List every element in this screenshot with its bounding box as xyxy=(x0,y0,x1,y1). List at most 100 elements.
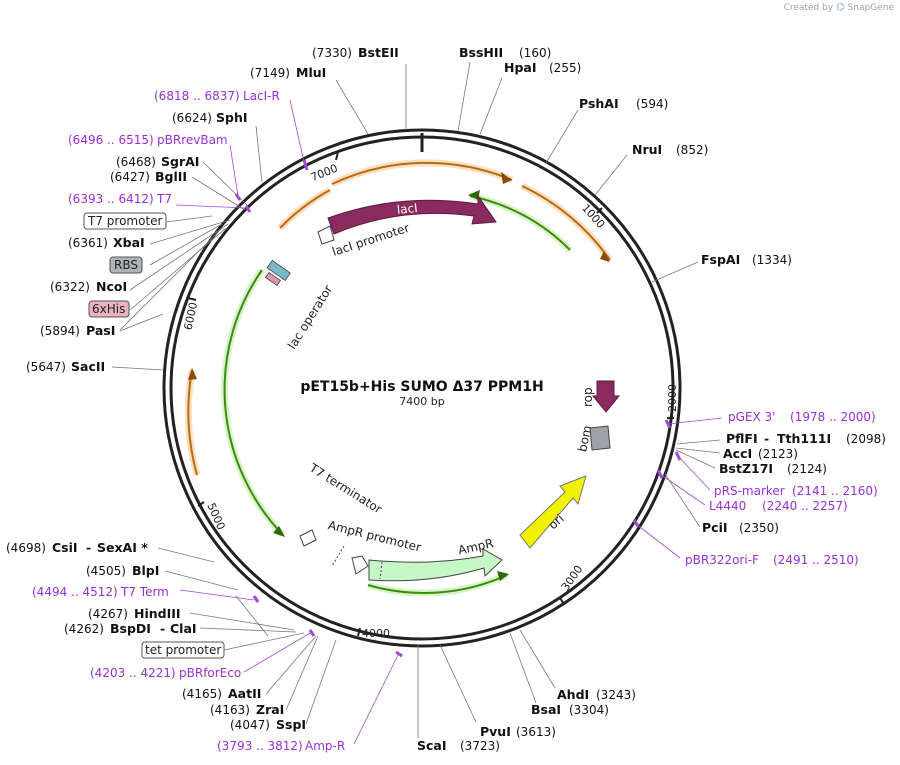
site-sgrai: SgrAI xyxy=(161,154,199,169)
primer-laci-r-range: (6818 .. 6837) xyxy=(154,89,240,103)
site-pshai-pos: (594) xyxy=(636,97,668,111)
primer-l4440: L4440 xyxy=(709,499,746,513)
site-mlui: MluI xyxy=(296,65,326,80)
feature-ampr-signal-line xyxy=(379,561,383,580)
feature-ampr-promoter-arrow xyxy=(351,555,369,575)
rbs-label: RBS xyxy=(114,258,138,272)
primer-amp-r-range: (3793 .. 3812) xyxy=(217,739,303,753)
watermark-prefix: Created by xyxy=(783,3,834,13)
site-ncoi: NcoI xyxy=(96,279,127,294)
snapgene-watermark: Created by ⌬ SnapGene xyxy=(784,2,894,13)
feature-t7-terminator-group: T7 terminator xyxy=(299,460,384,567)
site-aatii-pos: (4165) xyxy=(182,687,222,701)
site-aatii: AatII xyxy=(228,686,261,701)
t7-promoter-label: T7 promoter xyxy=(87,214,163,228)
site-sspi: SspI xyxy=(276,717,306,732)
site-tth111i: Tth111I xyxy=(777,431,831,446)
site-sphi: SphI xyxy=(216,110,248,125)
site-acci-pos: (2123) xyxy=(758,447,798,461)
primer-marks xyxy=(234,159,682,658)
site-pshai: PshAI xyxy=(579,96,619,111)
feature-ori-group: ori xyxy=(519,475,587,549)
site-csii-dash: - xyxy=(86,540,91,555)
feature-laci-group: lacI lacI promoter xyxy=(317,194,497,259)
primer-t7-range: (6393 .. 6412) xyxy=(68,192,154,206)
primer-laci-r: LacI-R xyxy=(243,89,280,103)
his-tag-box xyxy=(88,300,130,318)
primer-l4440-range: (2240 .. 2257) xyxy=(762,499,848,513)
site-ahdi: AhdI xyxy=(557,687,589,702)
site-pasi-pos: (5894) xyxy=(40,324,80,338)
feature-rop-arrow xyxy=(591,380,621,413)
primer-t7: T7 xyxy=(156,192,172,206)
site-fspai: FspAI xyxy=(701,252,740,267)
watermark-brand: SnapGene xyxy=(847,3,894,13)
site-sexai: SexAI * xyxy=(97,540,148,555)
site-sgrai-pos: (6468) xyxy=(116,155,156,169)
rbs-box xyxy=(109,256,143,274)
feature-laci-arrow xyxy=(327,194,497,235)
site-hindiii: HindIII xyxy=(134,606,181,621)
site-nrui-pos: (852) xyxy=(676,143,708,157)
feature-bom-label: bom xyxy=(575,424,594,453)
site-hpai-pos: (255) xyxy=(549,61,581,75)
site-pflfi-dash: - xyxy=(764,431,769,446)
site-mlui-pos: (7149) xyxy=(250,66,290,80)
site-zrai-pos: (4163) xyxy=(210,703,250,717)
site-bspdi-pos: (4262) xyxy=(64,622,104,636)
feature-ori-arrow xyxy=(519,475,587,549)
feature-lac-operator-box xyxy=(266,259,291,281)
site-pcii-pos: (2350) xyxy=(739,521,779,535)
site-ahdi-pos: (3243) xyxy=(596,688,636,702)
primer-prs-marker-range: (2141 .. 2160) xyxy=(792,484,878,498)
site-pvui: PvuI xyxy=(480,724,511,739)
site-clai: ClaI xyxy=(170,621,197,636)
site-ncoi-pos: (6322) xyxy=(50,280,90,294)
site-hindiii-pos: (4267) xyxy=(88,607,128,621)
primer-pbrforeco: pBRforEco xyxy=(179,666,241,680)
feature-rop-label: rop xyxy=(581,387,595,407)
site-labels: (7330) BstEII BssHII (160) (7149) MluI H… xyxy=(6,45,886,753)
backbone-outer xyxy=(162,128,682,648)
primer-prs-marker: pRS-marker xyxy=(714,484,785,498)
feature-bom-box xyxy=(589,425,611,451)
site-scai-pos: (3723) xyxy=(460,739,500,753)
map-length: 7400 bp xyxy=(399,395,444,408)
site-bsteii-pos: (7330) xyxy=(312,46,352,60)
orf-arcs xyxy=(184,159,613,597)
site-pasi: PasI xyxy=(86,323,115,338)
primer-t7-term: T7 Term xyxy=(120,585,169,599)
primer-pbrrevbam-range: (6496 .. 6515) xyxy=(68,133,154,147)
feature-lac-operator-group: lac operator xyxy=(264,259,335,352)
site-sphi-pos: (6624) xyxy=(172,111,212,125)
site-nrui: NruI xyxy=(632,142,662,157)
site-sspi-pos: (4047) xyxy=(230,718,270,732)
site-zrai: ZraI xyxy=(256,702,284,717)
site-bspdi: BspDI xyxy=(110,621,151,636)
primer-pbr322ori-f: pBR322ori-F xyxy=(685,553,759,567)
site-blpi: BlpI xyxy=(132,563,159,578)
site-bsai-pos: (3304) xyxy=(569,703,609,717)
tick-4000: 4000 xyxy=(362,627,390,640)
site-bsai: BsaI xyxy=(531,702,561,717)
site-bsteii: BstEII xyxy=(358,45,399,60)
primer-pgex3-name: pGEX 3' xyxy=(728,410,775,424)
primer-pbrforeco-range: (4203 .. 4221) xyxy=(90,666,176,680)
site-bsshii: BssHII xyxy=(459,45,503,60)
feature-t7-terminator-label: T7 terminator xyxy=(306,460,384,516)
site-hpai: HpaI xyxy=(504,60,537,75)
tick-3000: 3000 xyxy=(559,563,586,593)
site-fspai-pos: (1334) xyxy=(752,253,792,267)
boxed-feature-labels: T7 promoter RBS 6xHis tet promoter xyxy=(83,212,225,659)
t7-promoter-box xyxy=(83,212,167,230)
site-sacii-pos: (5647) xyxy=(26,360,66,374)
feature-laci-label: lacI xyxy=(396,201,418,217)
primer-t7-term-range: (4494 .. 4512) xyxy=(32,585,118,599)
tick-2000: 2000 xyxy=(666,384,679,412)
primer-pbr322ori-f-range: (2491 .. 2510) xyxy=(773,553,859,567)
site-bglii-pos: (6427) xyxy=(110,170,150,184)
snapgene-logo-icon: ⌬ xyxy=(835,2,845,13)
site-pcii: PciI xyxy=(702,520,728,535)
his-tag-label: 6xHis xyxy=(92,302,125,316)
